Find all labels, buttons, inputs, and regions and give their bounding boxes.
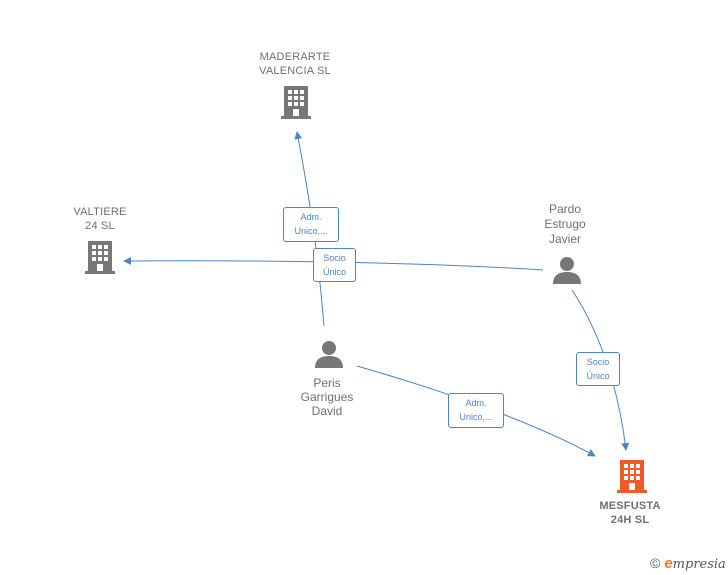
node-label-pardo[interactable]: Pardo Estrugo Javier xyxy=(520,202,610,247)
edge-label-line: Socio xyxy=(586,357,610,367)
brand-logo-initial: e xyxy=(664,555,673,572)
label-line: VALTIERE xyxy=(73,206,127,218)
building-icon[interactable] xyxy=(281,86,311,119)
edge-label-line: Adm. xyxy=(300,212,322,222)
edge-label-pardo-mesfusta[interactable]: Socio Único xyxy=(576,352,620,386)
brand-name: mpresia xyxy=(672,557,726,572)
label-line: 24 SL xyxy=(85,220,115,232)
person-icon[interactable] xyxy=(315,341,343,368)
person-icon[interactable] xyxy=(553,257,581,284)
edge-label-line: Único xyxy=(322,267,346,277)
label-line: Javier xyxy=(548,232,581,246)
edge-label-line: Único xyxy=(586,371,610,381)
edge-label-pardo-valtiere[interactable]: Socio Único xyxy=(313,248,356,282)
building-icon-highlight[interactable] xyxy=(617,460,647,493)
node-label-mesfusta[interactable]: MESFUSTA 24H SL xyxy=(580,499,680,527)
copyright-icon: © xyxy=(650,555,661,571)
label-line: Peris xyxy=(313,376,341,390)
node-label-valtiere[interactable]: VALTIERE 24 SL xyxy=(50,205,150,233)
footer-brand[interactable]: ©empresia xyxy=(650,555,726,572)
label-line: David xyxy=(311,404,343,418)
edge-label-line: Adm. xyxy=(465,398,487,408)
building-icon[interactable] xyxy=(85,241,115,274)
edge-label-line: Unico,... xyxy=(294,226,328,236)
label-line: 24H SL xyxy=(610,514,650,526)
edge-label-peris-mesfusta[interactable]: Adm. Unico,... xyxy=(448,393,504,428)
node-label-peris[interactable]: Peris Garrigues David xyxy=(282,376,372,418)
edge-label-line: Socio xyxy=(323,253,346,263)
label-line: MADERARTE xyxy=(259,51,331,63)
edge-label-peris-maderarte[interactable]: Adm. Unico,... xyxy=(283,207,339,242)
label-line: Pardo xyxy=(548,202,582,216)
edge-label-line: Unico,... xyxy=(459,412,493,422)
label-line: Estrugo xyxy=(544,217,586,231)
label-line: Garrigues xyxy=(300,390,354,404)
node-label-maderarte[interactable]: MADERARTE VALENCIA SL xyxy=(245,50,345,78)
label-line: MESFUSTA xyxy=(599,500,661,512)
label-line: VALENCIA SL xyxy=(259,65,331,77)
